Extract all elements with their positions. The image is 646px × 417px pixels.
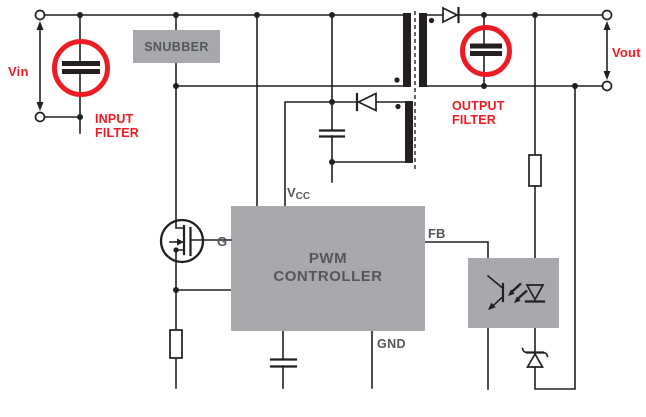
pwm-label-1: PWM xyxy=(309,250,347,267)
phototransistor xyxy=(486,274,505,310)
vout-measure-arrow xyxy=(603,21,611,80)
pwm-label-2: CONTROLLER xyxy=(273,268,382,285)
wires xyxy=(43,14,604,390)
input-filter-label-2: FILTER xyxy=(95,126,139,140)
current-sense-resistor xyxy=(169,329,183,359)
vout-label: Vout xyxy=(612,45,641,60)
node-dots xyxy=(77,12,578,293)
input-filter-capacitor xyxy=(52,39,110,97)
zener-diode xyxy=(521,347,549,368)
output-filter-label-1: OUTPUT xyxy=(452,99,505,113)
auxiliary-phase-dot xyxy=(395,103,401,110)
input-terminal-plus xyxy=(34,9,46,21)
secondary-phase-dot xyxy=(428,17,435,24)
input-filter-label-1: INPUT xyxy=(95,112,134,126)
input-filter-ring xyxy=(52,39,110,97)
snubber-label: SNUBBER xyxy=(144,40,209,54)
ground-gnd-pin xyxy=(360,388,384,398)
vcc-pin-label: VCC xyxy=(287,185,310,202)
output-filter-ring xyxy=(460,25,512,77)
ground-cap xyxy=(271,388,295,398)
snubber-block xyxy=(133,30,220,63)
vcc-rectifier-diode xyxy=(355,92,377,112)
output-terminal-minus xyxy=(601,80,613,92)
output-filter-label-2: FILTER xyxy=(452,113,496,127)
auxiliary-winding xyxy=(405,101,413,163)
mosfet-arrow xyxy=(177,238,184,246)
emitter-arrow xyxy=(488,302,496,310)
ground-sense xyxy=(164,388,188,398)
vin-measure-arrow xyxy=(36,21,44,111)
feedback-bias-resistor xyxy=(528,154,542,187)
primary-phase-dot xyxy=(394,77,400,83)
vin-label: Vin xyxy=(8,64,29,79)
vcc-capacitor xyxy=(318,129,346,138)
secondary-winding xyxy=(419,13,427,87)
output-terminal-plus xyxy=(601,9,613,21)
optocoupler-led xyxy=(524,284,546,303)
gnd-pin-label: GND xyxy=(377,337,406,351)
light-arrows xyxy=(508,282,528,303)
output-filter-capacitor xyxy=(460,25,512,77)
pwm-controller-block xyxy=(231,206,425,331)
flyback-transformer xyxy=(394,11,435,170)
input-terminal-minus xyxy=(34,111,46,123)
power-mosfet xyxy=(159,218,232,264)
ground-input xyxy=(68,133,92,143)
decoupling-capacitor xyxy=(269,358,298,368)
ground-opto xyxy=(476,389,500,399)
optocoupler xyxy=(486,274,546,310)
gate-pin-label: G xyxy=(217,234,227,249)
fb-pin-label: FB xyxy=(428,226,445,241)
ground-vcc xyxy=(320,182,344,192)
primary-winding xyxy=(403,13,411,87)
output-rectifier-diode xyxy=(442,6,460,24)
